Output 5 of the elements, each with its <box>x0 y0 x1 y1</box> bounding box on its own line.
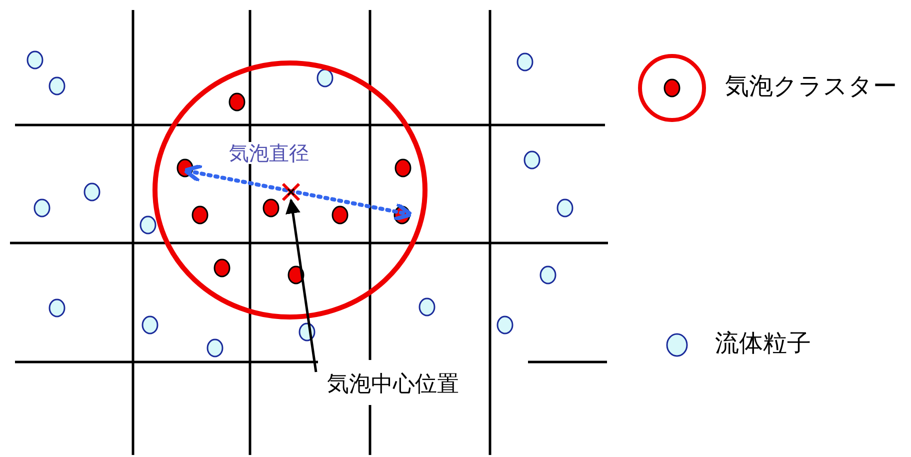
dimension-label: 気泡直径 <box>228 142 310 164</box>
center-cross-mark <box>282 182 300 202</box>
legend-label: 気泡クラスター <box>725 74 897 98</box>
leader-line <box>286 198 318 372</box>
legend-label: 流体粒子 <box>715 331 811 355</box>
